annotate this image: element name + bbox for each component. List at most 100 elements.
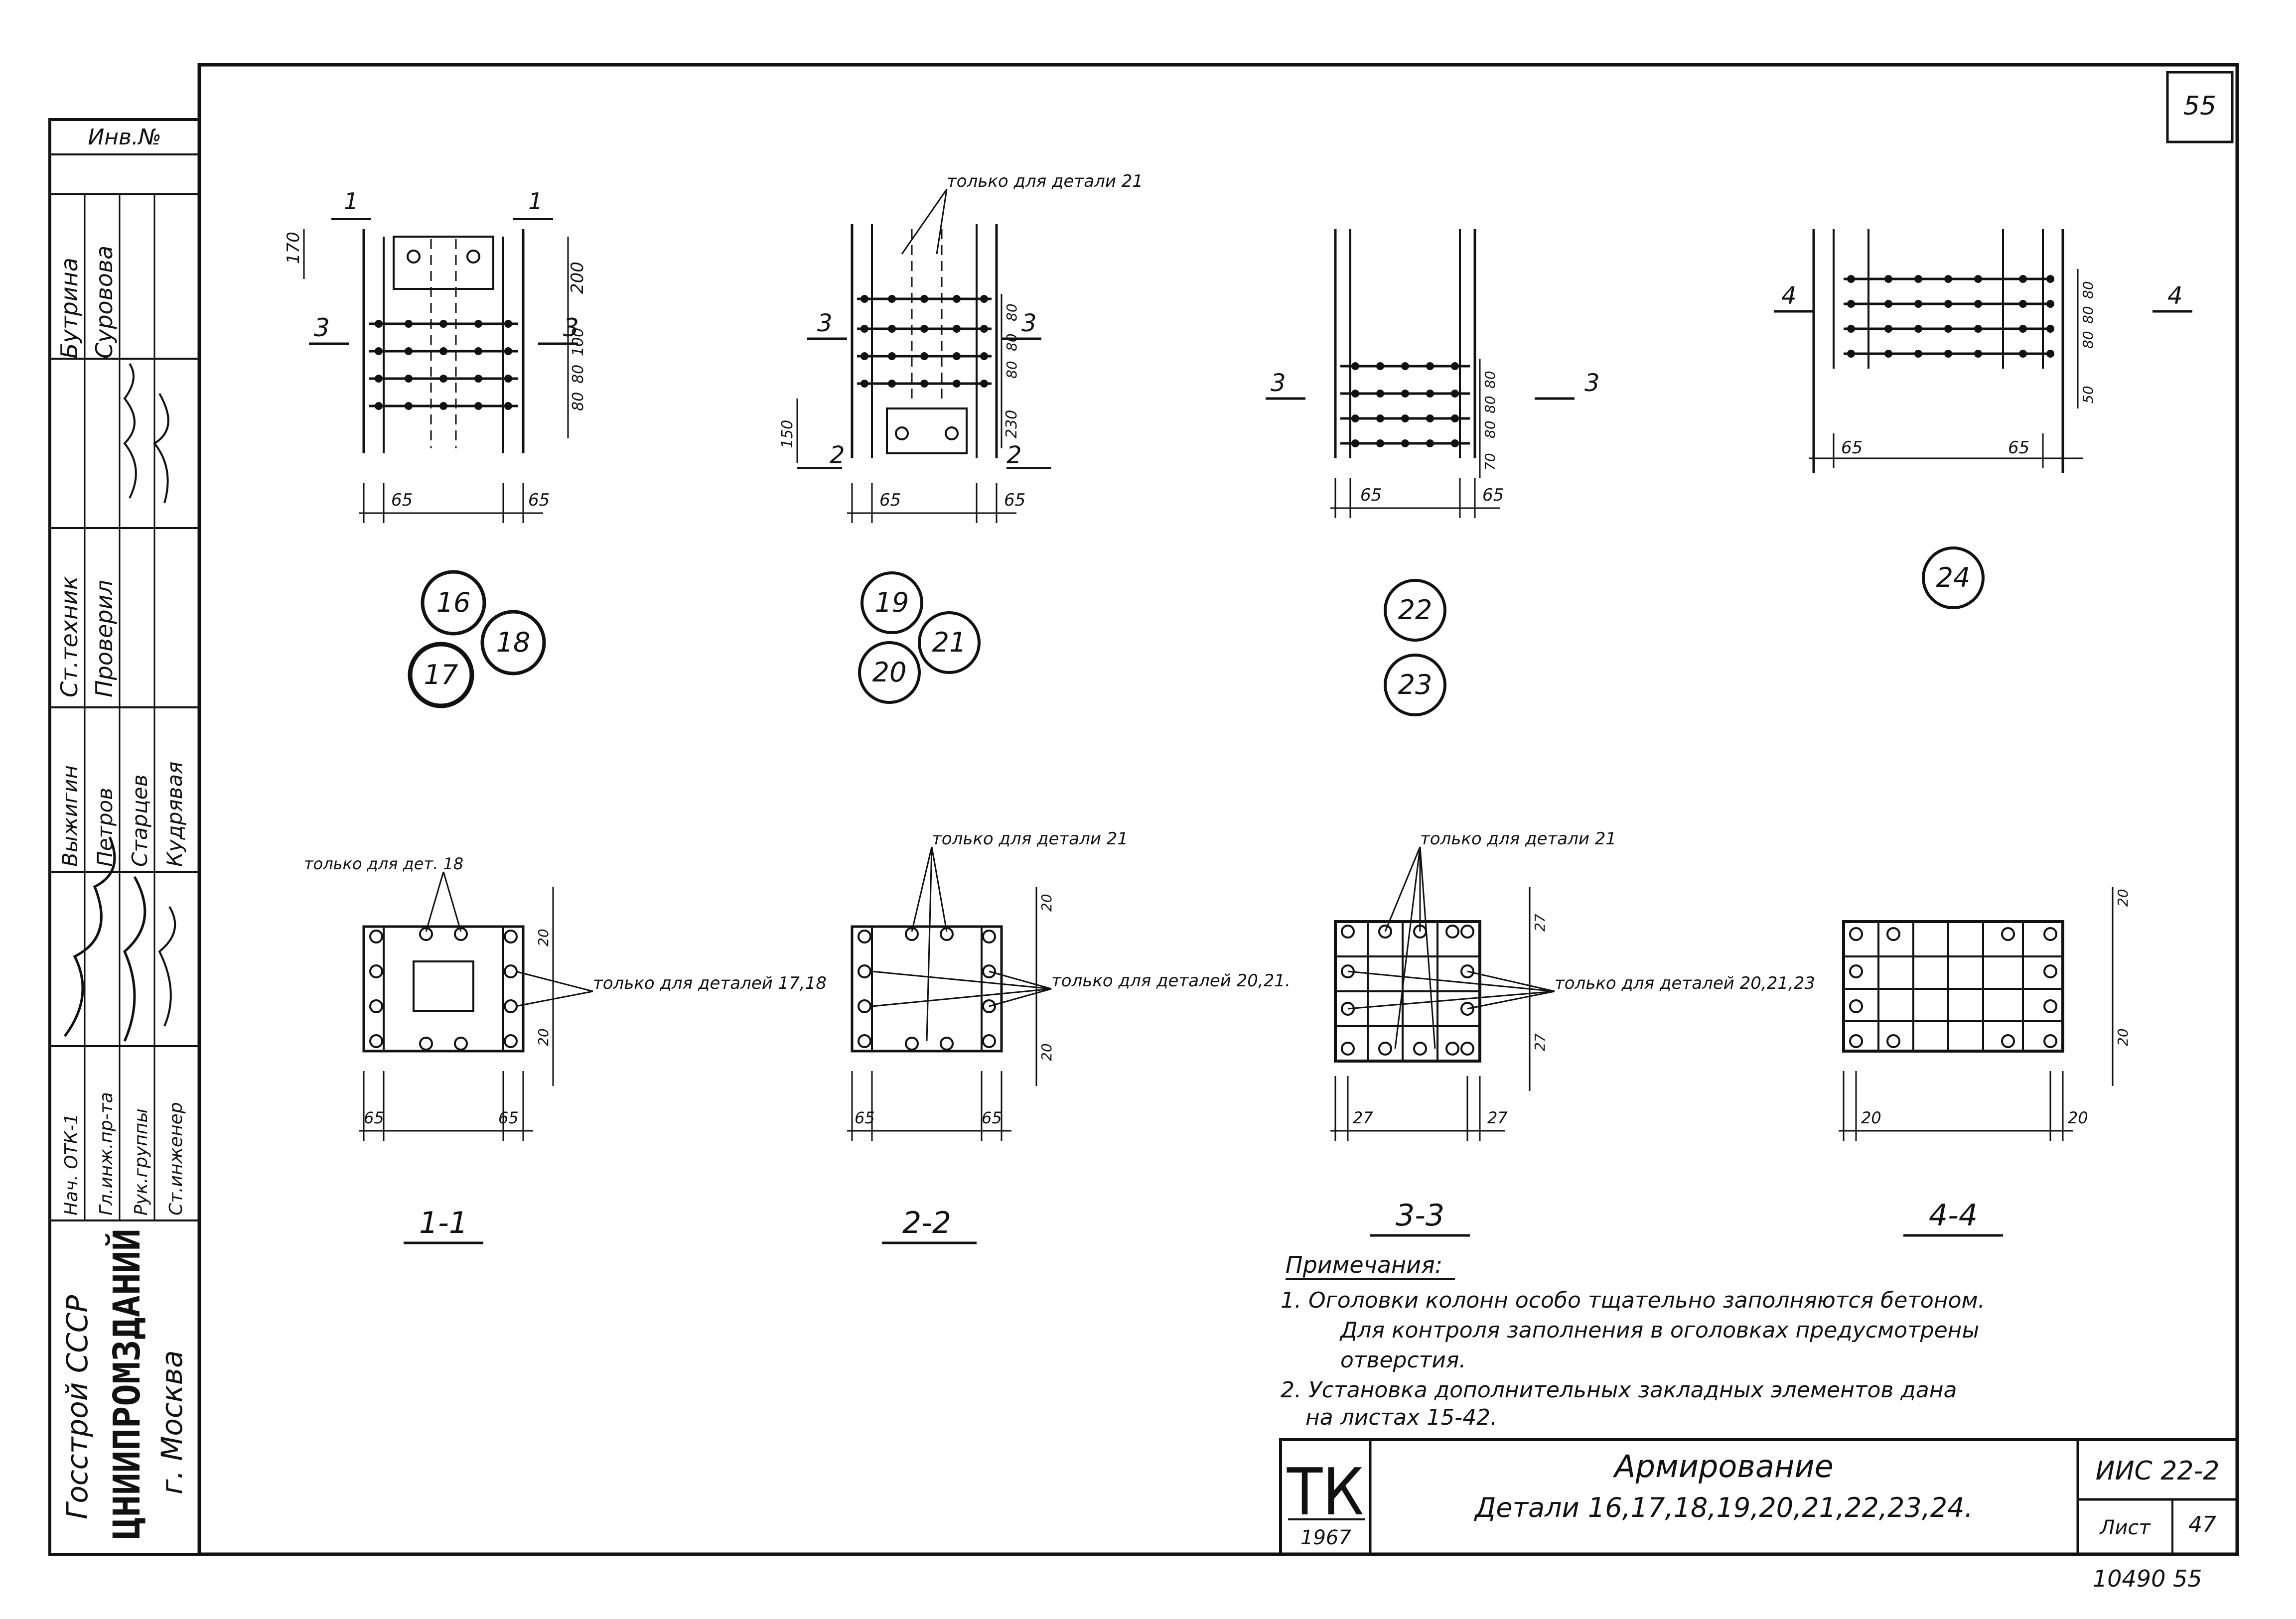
dim-65-right-d3: 65: [1482, 485, 1504, 505]
dim-20-s4b: 20: [2115, 1028, 2131, 1046]
dim-230: 230: [1003, 410, 1020, 438]
inventory-label: Инв.№: [88, 125, 161, 150]
section-label-1-1: 1-1: [419, 1206, 468, 1240]
dim-80-d3c: 80: [1482, 420, 1498, 438]
side-name-12: Ст.инженер: [166, 1102, 186, 1215]
side-title-block: Инв.№ Бутрина Суровова Ст.техник Провери…: [48, 118, 201, 1556]
bar-holes: [1849, 927, 2057, 1048]
section-4-4: 20 20 20 20 4-4: [1839, 887, 2131, 1237]
dim-65-left-d3: 65: [1360, 485, 1382, 505]
note-s3-right: только для деталей 20,21,23: [1555, 973, 1815, 993]
side-name-9: Нач. ОТК-1: [61, 1113, 82, 1215]
section-mark-1-right: 1: [528, 188, 543, 215]
dim-65-right-d2: 65: [1004, 490, 1025, 510]
side-name-3: Ст.техник: [56, 576, 83, 697]
org-gosstroy: Госстрой СССР: [60, 1295, 94, 1519]
signature-mark: [158, 906, 176, 1027]
note-2-line-2: на листах 15-42.: [1305, 1405, 1497, 1430]
detail-19-label: 19: [875, 587, 909, 618]
dim-65-s1-left: 65: [364, 1108, 384, 1127]
signature-mark: [63, 836, 116, 1037]
notes-heading: Примечания:: [1286, 1251, 1442, 1278]
side-name-11: Рук.группы: [131, 1108, 151, 1215]
detail-number-circles: 24: [1922, 546, 1985, 609]
dim-20-s2b: 20: [1038, 1043, 1055, 1061]
rebar-dots: [1351, 362, 1459, 447]
dim-65-left: 65: [391, 490, 413, 510]
drawing-subtitle: Детали 16,17,18,19,20,21,22,23,24.: [1474, 1492, 1973, 1523]
detail-24-label: 24: [1936, 562, 1971, 593]
section-label-3-3: 3-3: [1396, 1198, 1444, 1233]
section-1-1: только для дет. 18 только для деталей 17…: [304, 854, 827, 1244]
side-name-7: Старцев: [128, 775, 152, 867]
signature-mark: [123, 876, 146, 1042]
detail-number-circles: 19 21 20: [858, 571, 981, 704]
dim-27-s3b: 27: [1532, 1033, 1548, 1051]
dim-20-s4-right: 20: [2068, 1108, 2088, 1127]
section-label-2-2: 2-2: [902, 1206, 951, 1240]
section-mark-3-left-d3: 3: [1271, 369, 1286, 397]
bottom-code: 10490 55: [2093, 1565, 2202, 1592]
dim-70-d3: 70: [1482, 453, 1498, 471]
dim-50-d4: 50: [2080, 386, 2096, 404]
page-number: 55: [2183, 91, 2216, 121]
dim-80-d3b: 80: [1482, 396, 1498, 413]
signature-mark: [153, 393, 169, 504]
series-code: ИИС 22-2: [2096, 1456, 2220, 1486]
dim-27-s3-left: 27: [1353, 1108, 1373, 1127]
section-mark-4-left: 4: [1781, 282, 1797, 310]
notes-block: Примечания: 1. Оголовки колонн особо тща…: [1281, 1251, 1985, 1430]
detail-18-label: 18: [496, 627, 531, 658]
detail-number-circles: 16 18 17: [408, 570, 546, 708]
drawing-title: Армирование: [1612, 1448, 1834, 1484]
note-2-line-1: 2. Установка дополнительных закладных эл…: [1281, 1377, 1957, 1403]
detail-16-17-18-elevation: 3 3 1 1 170 200 80 80 100 65 65 16 18 17: [284, 188, 587, 708]
dim-20-s2a: 20: [1038, 894, 1055, 912]
detail-16-label: 16: [436, 587, 471, 618]
dim-80-d3a: 80: [1482, 371, 1498, 389]
dim-80b: 80: [570, 365, 587, 384]
dim-27-s3-right: 27: [1487, 1108, 1508, 1127]
dim-150: 150: [779, 420, 796, 448]
dim-65-s2-right: 65: [982, 1108, 1002, 1127]
dim-100: 100: [570, 328, 587, 356]
section-mark-3-left: 3: [314, 313, 330, 342]
detail-24-elevation: 4 4 80 80 80 50 65 65 24: [1774, 229, 2192, 609]
side-name-1: Бутрина: [56, 258, 83, 359]
dim-20-s4a: 20: [2115, 889, 2131, 907]
side-name-8: Кудрявая: [162, 762, 187, 867]
title-block: ТК 1967 Армирование Детали 16,17,18,19,2…: [1279, 1438, 2239, 1592]
detail-21-label: 21: [932, 627, 967, 658]
rebar-dots: [1847, 275, 2054, 358]
dim-65-left-d4: 65: [1841, 438, 1863, 458]
signature-mark: [123, 363, 137, 499]
bar-holes: [369, 927, 518, 1051]
dim-80-d4a: 80: [2080, 281, 2096, 299]
note-1-line-2: Для контроля заполнения в оголовках пред…: [1339, 1318, 1979, 1343]
detail-19-20-21-elevation: только для детали 21 3 3 2 2 80 80 80 23…: [779, 171, 1143, 704]
section-3-3: только для детали 21 только для деталей …: [1330, 829, 1815, 1237]
dim-65-right: 65: [528, 490, 550, 510]
section-mark-3-right-d3: 3: [1584, 369, 1600, 397]
bar-holes: [858, 927, 996, 1051]
rebar-dots: [375, 320, 512, 410]
sheet-label: Лист: [2099, 1516, 2151, 1539]
org-city: г. Москва: [155, 1350, 189, 1494]
dim-20-s1a: 20: [535, 929, 552, 946]
dim-65-right-d4: 65: [2008, 438, 2029, 458]
note-s3-top: только для детали 21: [1420, 829, 1616, 849]
dim-80-d2c: 80: [1004, 361, 1020, 379]
section-label-4-4: 4-4: [1929, 1198, 1978, 1233]
detail-22-23-elevation: 3 3 80 80 80 70 65 65 22 23: [1266, 229, 1600, 716]
org-cniipromzdaniy: ЦНИИПРОМЗДАНИЙ: [105, 1228, 148, 1539]
note-1-line-3: отверстия.: [1340, 1348, 1466, 1373]
dim-27-s3a: 27: [1532, 914, 1548, 932]
detail-17-label: 17: [424, 659, 458, 690]
section-mark-3-left-d2: 3: [817, 309, 833, 337]
detail-20-label: 20: [872, 657, 907, 688]
dim-80a: 80: [570, 392, 587, 411]
section-2-2: только для детали 21 только для деталей …: [847, 829, 1291, 1244]
note-s2-right: только для деталей 20,21.: [1051, 971, 1291, 991]
detail-22-label: 22: [1398, 594, 1433, 626]
side-name-5: Выжигин: [58, 765, 82, 867]
